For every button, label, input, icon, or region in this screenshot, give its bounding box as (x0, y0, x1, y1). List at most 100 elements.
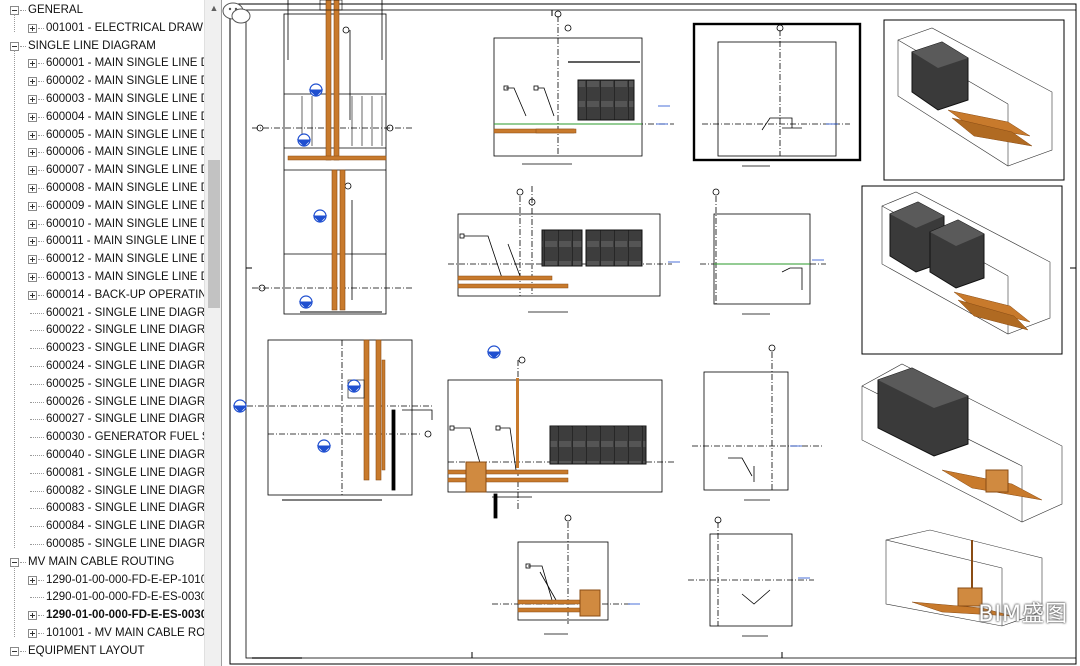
tree-connector (38, 170, 44, 172)
switchgear-cabinet-c (549, 425, 647, 465)
expand-icon[interactable] (28, 148, 37, 158)
tree-item[interactable]: 600027 - SINGLE LINE DIAGRA (0, 411, 204, 428)
tree-group[interactable]: SINGLE LINE DIAGRAM (0, 38, 204, 55)
tree-connector (38, 152, 44, 154)
tree-item[interactable]: 600083 - SINGLE LINE DIAGRA (0, 500, 204, 517)
expand-icon[interactable] (28, 629, 37, 638)
tree-item-label: MV MAIN CABLE ROUTING (28, 555, 175, 568)
tree-item[interactable]: 600001 - MAIN SINGLE LINE D (0, 55, 204, 72)
tree-item[interactable]: 600006 - MAIN SINGLE LINE D (0, 144, 204, 161)
tree-connector (38, 205, 44, 207)
tree-item[interactable]: 001001 - ELECTRICAL DRAWIN (0, 20, 204, 37)
tree-item-label: 600025 - SINGLE LINE DIAGRA (46, 377, 204, 390)
expand-icon[interactable] (28, 77, 37, 87)
tree-item[interactable]: 600021 - SINGLE LINE DIAGRA (0, 305, 204, 322)
tree-item-label: GENERAL (28, 4, 83, 16)
tree-item[interactable]: 600012 - MAIN SINGLE LINE D (0, 251, 204, 268)
expand-icon[interactable] (28, 219, 37, 229)
tree-item-label: 600005 - MAIN SINGLE LINE D (46, 128, 204, 141)
tree-item-label: 101001 - MV MAIN CABLE RO (46, 627, 204, 639)
tree-connector (20, 45, 26, 47)
tree-item[interactable]: 600081 - SINGLE LINE DIAGRA (0, 465, 204, 482)
tree-connector (38, 81, 44, 83)
tree-item[interactable]: 600023 - SINGLE LINE DIAGRA (0, 340, 204, 357)
tree-item-label: 1290-01-00-000-FD-E-EP-1010 (46, 573, 204, 586)
tree-item[interactable]: 600025 - SINGLE LINE DIAGRA (0, 376, 204, 393)
tree-item-label: 600026 - SINGLE LINE DIAGRA (46, 395, 204, 408)
tree-item[interactable]: 600010 - MAIN SINGLE LINE D (0, 216, 204, 233)
expand-icon[interactable] (28, 255, 37, 265)
expand-icon[interactable] (28, 166, 37, 176)
tree-item-label: 1290-01-00-000-FD-E-ES-0030 (46, 609, 204, 622)
expand-icon[interactable] (28, 23, 37, 33)
expand-icon[interactable] (28, 112, 37, 122)
tree-connector (38, 99, 44, 100)
wechat-icon (222, 2, 251, 24)
tree-item[interactable]: 1290-01-00-000-FD-E-EP-1010 (0, 572, 204, 589)
tree-connector (38, 294, 44, 296)
tree-item[interactable]: 600022 - SINGLE LINE DIAGRA (0, 322, 204, 339)
tree-item[interactable]: 600008 - MAIN SINGLE LINE D (0, 180, 204, 197)
tree-item[interactable]: 1290-01-00-000-FD-E-ES-0030 (0, 589, 204, 606)
tree-item[interactable]: 600011 - MAIN SINGLE LINE D (0, 233, 204, 250)
tree-item[interactable]: 600014 - BACK-UP OPERATING (0, 287, 204, 304)
tree-connector (30, 455, 44, 456)
section-marker-icons-2 (232, 379, 362, 453)
tree-item[interactable]: 600040 - SINGLE LINE DIAGRA (0, 447, 204, 464)
tree-connector (30, 597, 44, 599)
tree-connector (38, 615, 44, 617)
expand-icon[interactable] (28, 290, 37, 300)
project-browser-scrollbar[interactable]: ▲ (204, 0, 221, 666)
expand-icon[interactable] (28, 184, 37, 193)
tree-item[interactable]: 600004 - MAIN SINGLE LINE D (0, 109, 204, 126)
expand-icon[interactable] (28, 611, 37, 621)
tree-group[interactable]: EQUIPMENT LAYOUT (0, 643, 204, 660)
tree-item[interactable]: 101001 - MV MAIN CABLE RO (0, 625, 204, 642)
scroll-thumb[interactable] (208, 160, 220, 308)
tree-item[interactable]: 600005 - MAIN SINGLE LINE D (0, 127, 204, 144)
expand-icon[interactable] (28, 95, 37, 104)
tree-connector (20, 10, 26, 11)
tree-item-label: 600011 - MAIN SINGLE LINE D (46, 235, 204, 248)
tree-item-label: SINGLE LINE DIAGRAM (28, 39, 156, 52)
switchgear-cabinet-b2 (585, 229, 643, 267)
expand-icon[interactable] (28, 59, 37, 69)
tree-connector (30, 383, 44, 385)
expand-icon[interactable] (28, 237, 37, 247)
tree-guide-line (14, 565, 15, 637)
tree-connector (38, 579, 44, 581)
tree-connector (30, 419, 44, 421)
tree-item[interactable]: 600024 - SINGLE LINE DIAGRA (0, 358, 204, 375)
tree-item[interactable]: 600003 - MAIN SINGLE LINE D (0, 91, 204, 108)
expand-icon[interactable] (28, 575, 37, 585)
expand-icon[interactable] (28, 273, 37, 282)
tree-item[interactable]: 600013 - MAIN SINGLE LINE D (0, 269, 204, 286)
tree-group[interactable]: MV MAIN CABLE ROUTING (0, 554, 204, 571)
tree-item[interactable]: 600082 - SINGLE LINE DIAGRA (0, 483, 204, 500)
tree-item-label: 600081 - SINGLE LINE DIAGRA (46, 466, 204, 479)
3d-view-d (885, 529, 1043, 627)
elevation-view-bottom (236, 339, 433, 501)
expand-icon[interactable] (28, 130, 37, 140)
collapse-icon[interactable] (10, 646, 19, 656)
tree-item[interactable]: 600026 - SINGLE LINE DIAGRA (0, 394, 204, 411)
expand-icon[interactable] (28, 201, 37, 211)
tree-item-label: 600083 - SINGLE LINE DIAGRA (46, 502, 204, 515)
junction-box-c (465, 461, 487, 493)
scroll-up-arrow-icon[interactable]: ▲ (209, 3, 219, 13)
tree-item[interactable]: 600030 - GENERATOR FUEL SY (0, 429, 204, 446)
tree-item[interactable]: 600084 - SINGLE LINE DIAGRA (0, 518, 204, 535)
tree-connector (38, 633, 44, 634)
tree-connector (30, 401, 44, 403)
tree-group[interactable]: GENERAL (0, 2, 204, 19)
tree-item[interactable]: 600085 - SINGLE LINE DIAGRA (0, 536, 204, 553)
3d-view-a (883, 19, 1065, 181)
tree-item-label: 600004 - MAIN SINGLE LINE D (46, 110, 204, 123)
tree-item-label: 600003 - MAIN SINGLE LINE D (46, 93, 204, 105)
tree-item[interactable]: 600007 - MAIN SINGLE LINE D (0, 162, 204, 179)
tree-item[interactable]: 1290-01-00-000-FD-E-ES-0030 (0, 607, 204, 624)
tree-connector (38, 241, 44, 243)
sheet-view-canvas[interactable]: BIM盛图 (222, 0, 1080, 666)
tree-item[interactable]: 600009 - MAIN SINGLE LINE D (0, 198, 204, 215)
tree-item[interactable]: 600002 - MAIN SINGLE LINE D (0, 73, 204, 90)
